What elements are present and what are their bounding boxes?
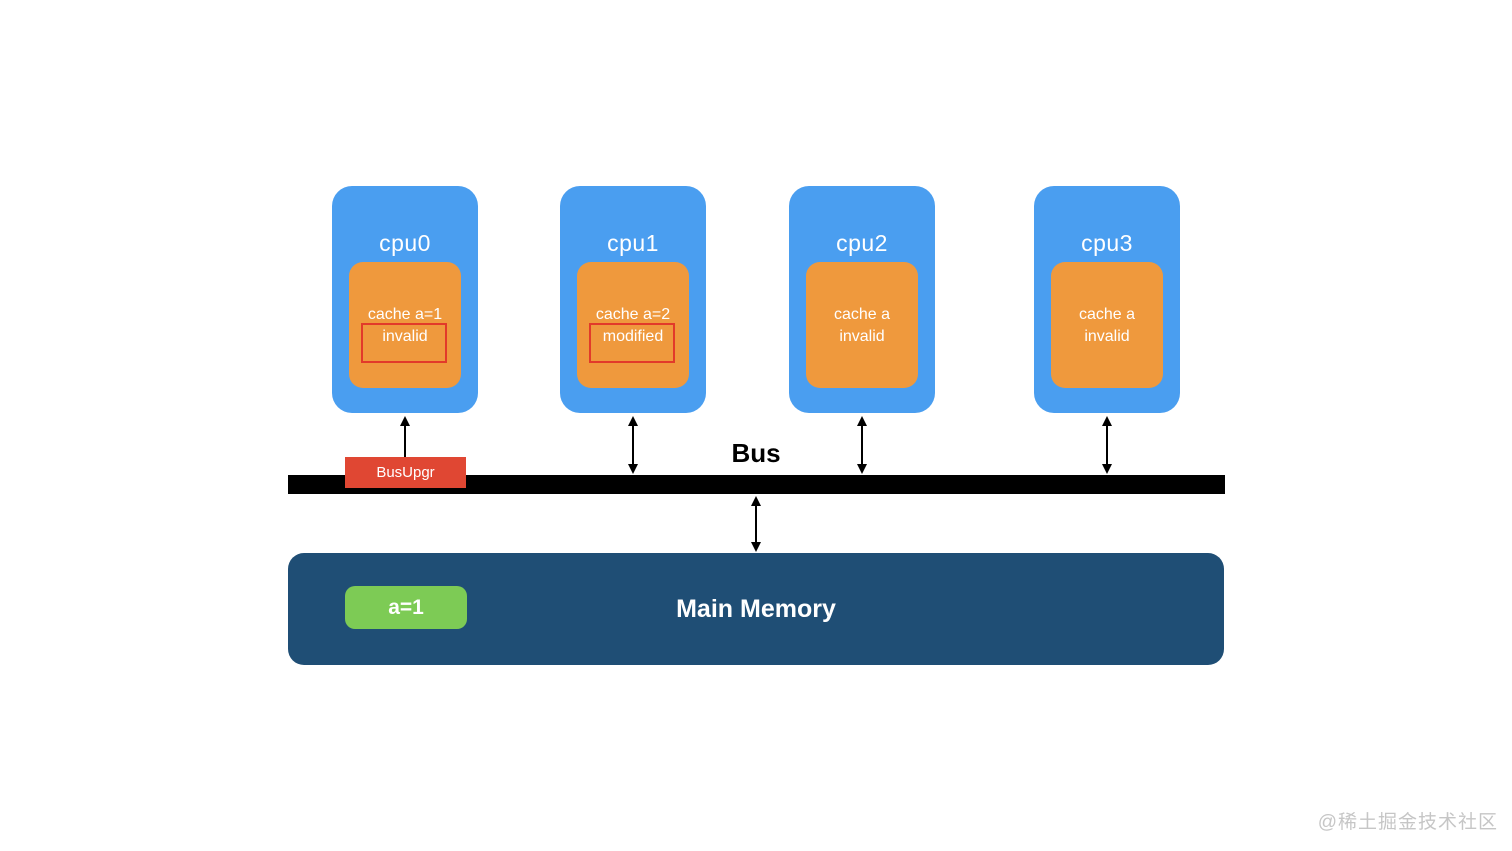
cpu2-cache-text: cache a invalid [806,304,918,348]
bus-memory-double-arrow-icon [751,496,761,552]
cpu0-cache-box: cache a=1 invalid [349,262,461,388]
cpu3-cache-state: invalid [1084,328,1130,345]
cpu3-cache-text: cache a invalid [1051,304,1163,348]
main-memory-box: a=1 Main Memory [288,553,1224,665]
cpu2-cache-state: invalid [839,328,885,345]
cpu3-box: cpu3 cache a invalid [1034,186,1180,413]
cpu3-cache-value: cache a [1078,306,1136,323]
cpu2-cache-value: cache a [833,306,891,323]
cpu2-bus-double-arrow-icon [857,416,867,474]
cpu0-cache-text: cache a=1 invalid [349,304,461,348]
cpu3-bus-double-arrow-icon [1102,416,1112,474]
cpu1-state-highlight-rect [589,323,675,363]
cpu1-cache-state: modified [602,328,664,345]
cpu3-cache-box: cache a invalid [1051,262,1163,388]
bus-message-badge: BusUpgr [345,457,466,488]
cpu1-bus-double-arrow-icon [628,416,638,474]
cpu0-cache-state: invalid [382,328,428,345]
cpu0-bus-arrow-icon [400,416,410,458]
cpu1-box: cpu1 cache a=2 modified [560,186,706,413]
cpu0-cache-value: cache a=1 [367,306,443,323]
cpu1-label: cpu1 [607,230,659,256]
main-memory-label: Main Memory [676,594,836,623]
watermark: @稀土掘金技术社区 [1317,812,1498,833]
cpu2-label: cpu2 [836,230,888,256]
cpu0-state-highlight-rect [361,323,447,363]
bus-label: Bus [731,438,781,468]
cpu2-cache-box: cache a invalid [806,262,918,388]
cpu0-box: cpu0 cache a=1 invalid [332,186,478,413]
cpu3-label: cpu3 [1081,230,1133,256]
bus-bar [288,475,1225,494]
cpu1-cache-box: cache a=2 modified [577,262,689,388]
cpu2-box: cpu2 cache a invalid [789,186,935,413]
cpu1-cache-text: cache a=2 modified [577,304,689,348]
cpu1-cache-value: cache a=2 [595,306,671,323]
cpu0-label: cpu0 [379,230,431,256]
memory-value-badge: a=1 [345,586,467,629]
